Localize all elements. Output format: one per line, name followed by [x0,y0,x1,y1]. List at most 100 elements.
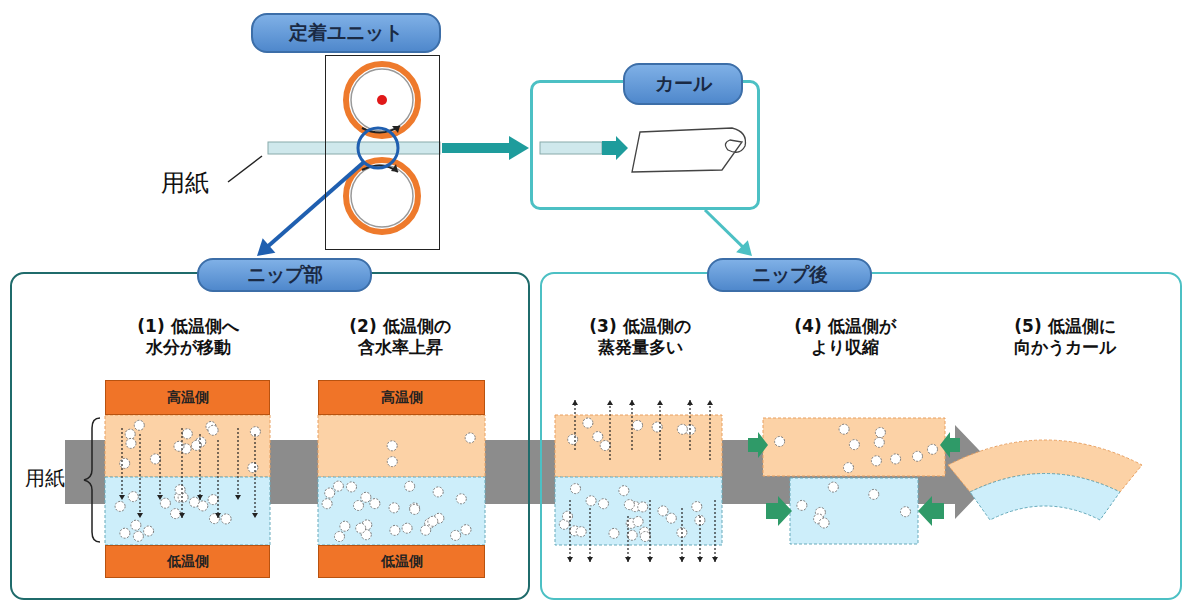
heat-roller [346,64,418,136]
shrink-arrow [748,432,768,458]
water-dot [593,432,603,442]
step-caption: (4) 低温側が より収縮 [770,316,920,359]
step-caption: (1) 低温側へ 水分が移動 [113,316,263,359]
water-dot [402,523,412,533]
panel-box: ニップ部高温側低温側高温側低温側 [10,272,530,600]
rotation-head [391,164,398,172]
hot-layer [318,415,485,477]
water-dot [609,528,619,538]
water-dot [576,527,586,537]
panel-box: カール [530,80,760,210]
heat-roller-core [351,69,413,131]
water-dot [839,424,849,434]
connector-line [267,162,364,248]
panel-box: 定着ユニット [325,55,440,250]
moisture-arrow [659,400,660,460]
water-dot [633,420,643,430]
water-dot [340,521,350,531]
water-dot [797,500,807,510]
moisture-arrow [217,440,218,518]
moisture-head [157,495,163,500]
moisture-head [137,513,143,518]
water-dot [361,492,371,502]
bar-label: 高温側 [381,389,423,407]
moisture-arrow [699,516,700,562]
hot-layer [105,415,270,477]
water-dot [633,517,643,527]
cold-curl [970,474,1120,521]
part-label: 用紙 [150,168,220,198]
water-dot [160,498,170,508]
cold-layer [318,477,485,545]
connector-arrow [257,162,364,256]
water-dot [125,429,135,439]
water-dot [586,496,596,506]
moisture-arrow [649,500,650,562]
water-dot [128,492,138,502]
temperature-bar: 高温側 [105,380,270,415]
connector-line [442,143,513,153]
water-dot [370,499,380,509]
water-dot [456,494,466,504]
water-dot [421,525,431,535]
rotation-head [392,126,400,133]
water-dot [875,428,885,438]
moisture-head [707,400,713,405]
water-dot [144,526,154,536]
moisture-arrow [199,434,200,500]
water-dot [871,456,881,466]
part-label: 用紙 [14,466,76,491]
water-dot [356,523,366,533]
water-dot [465,433,475,443]
water-dot [387,441,397,451]
arrow-head [736,240,752,256]
heading-label: ニップ部 [197,258,372,292]
shrink-arrow [766,496,792,526]
flow-arrow [602,136,628,160]
step-caption: (2) 低温側の 含水率上昇 [325,316,475,359]
water-dot [131,520,141,530]
shrink-arrow [918,496,944,526]
bar-label: 低温側 [167,553,209,571]
water-dot [638,502,648,512]
water-dot [133,531,143,541]
moisture-arrow [689,400,690,450]
water-dot [844,463,854,473]
hot-layer [555,415,722,477]
water-dot [428,516,438,526]
water-dot [198,501,208,511]
water-dot [171,509,181,519]
heater-dot [377,95,387,105]
moisture-head [587,557,593,562]
curled-paper [632,128,745,172]
cold-layer [105,477,270,545]
water-dot [901,507,911,517]
moisture-arrow [631,400,632,450]
water-dot [677,424,687,434]
water-dot [600,441,610,451]
water-dot [126,438,136,448]
temperature-bar: 高温側 [318,380,485,415]
water-dot [325,488,335,498]
water-dot [874,437,884,447]
water-dot [390,525,400,535]
moisture-head [572,400,578,405]
connector-line [705,210,744,248]
water-dot [583,418,593,428]
water-dot [182,429,192,439]
shrink-arrow [940,432,960,458]
paper-strip [540,142,602,154]
temperature-bar: 低温側 [318,545,485,578]
water-dot [335,532,345,542]
moisture-arrow [609,400,610,460]
moisture-head [235,495,241,500]
leader-line [228,156,262,182]
moisture-head [629,400,635,405]
arrow-head [257,238,275,256]
water-dot [928,444,938,454]
water-dot [913,451,923,461]
water-dot [451,530,461,540]
